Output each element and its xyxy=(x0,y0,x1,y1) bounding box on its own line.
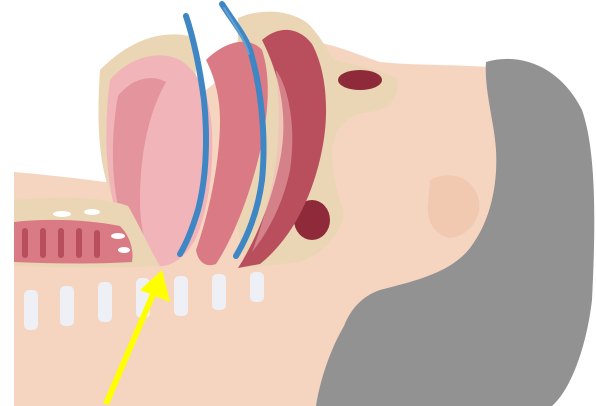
tooth xyxy=(111,233,125,239)
trachea xyxy=(14,220,133,264)
trachea-ring xyxy=(94,230,100,258)
trachea-ring xyxy=(40,228,46,258)
vertebra xyxy=(98,282,112,322)
tooth xyxy=(118,247,130,253)
tooth xyxy=(84,209,100,215)
vertebra xyxy=(24,290,38,330)
sinus-upper xyxy=(338,70,382,90)
trachea-ring xyxy=(58,228,64,258)
vertebra xyxy=(174,276,188,316)
trachea-ring xyxy=(76,228,82,258)
trachea-ring xyxy=(22,228,28,258)
vertebra xyxy=(212,274,226,310)
tooth xyxy=(53,211,71,217)
vertebra xyxy=(60,286,74,326)
vertebra xyxy=(250,272,264,302)
